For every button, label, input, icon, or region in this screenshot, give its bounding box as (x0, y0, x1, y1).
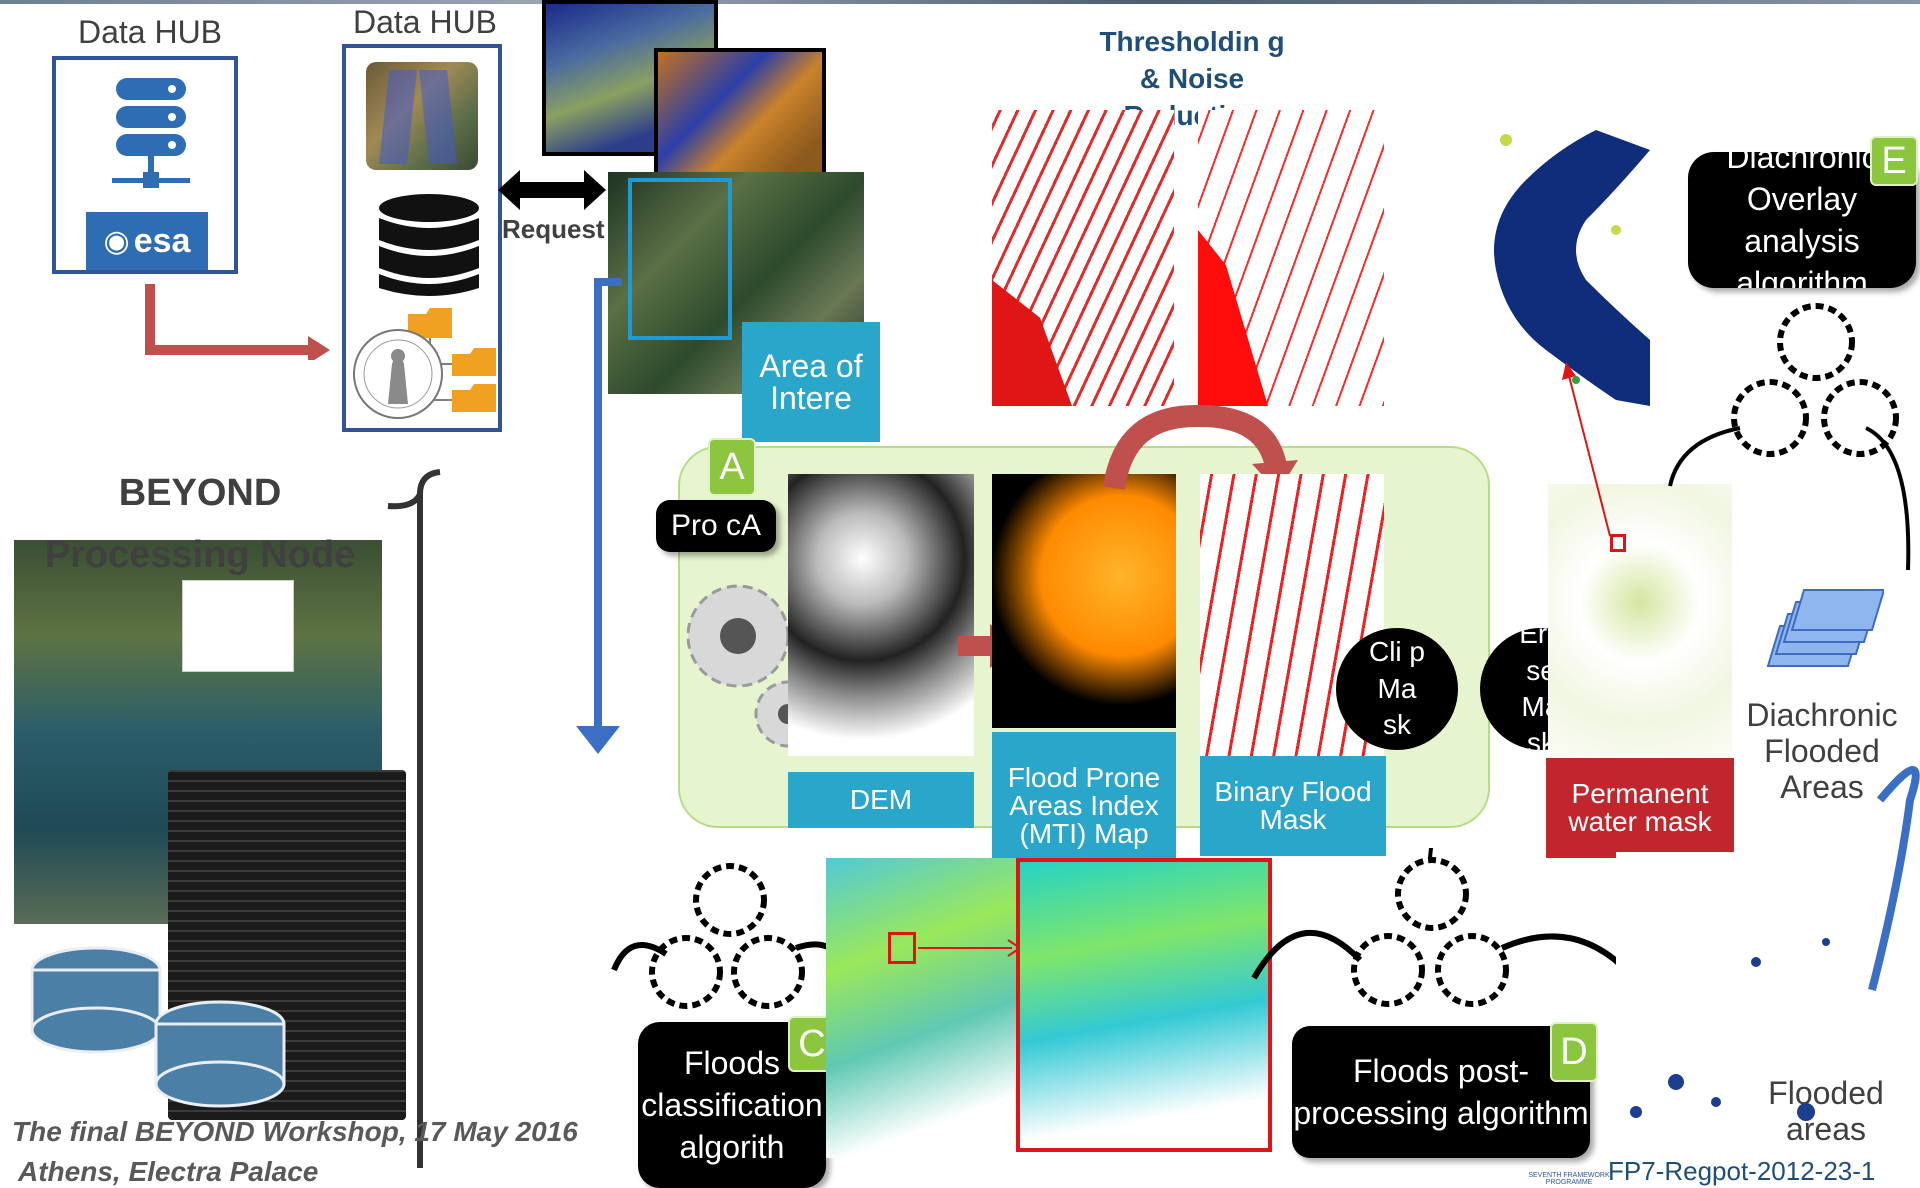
hub-transfer-arrow (145, 284, 330, 360)
folder-tree-icon (408, 308, 496, 412)
server-icon (112, 78, 190, 188)
noa-seal-logo (353, 329, 443, 419)
database-cylinders-icon (30, 946, 286, 1108)
permanent-water-image (1548, 484, 1732, 780)
request-double-arrow (498, 170, 606, 210)
gear-cluster-d-icon (1251, 848, 1625, 1007)
top-banner-strip (0, 0, 1920, 4)
connector-curves-right (1668, 426, 1920, 991)
workshop-line-1: The final BEYOND Workshop, 17 May 2016 (12, 1116, 578, 1147)
flooded-areas-label: Flooded areas (1768, 1075, 1884, 1147)
diachronic-overlay-label: Diachronic Overlay analysis algorithm (1726, 152, 1878, 288)
floods-postprocessing-label: Floods post-processing algorithm (1293, 1052, 1589, 1131)
request-label: Request (502, 214, 605, 244)
beyond-title: BEYOND (118, 472, 282, 514)
data-hub-2-box (342, 44, 502, 432)
data-hub-1-box: ◉ esa (52, 56, 238, 274)
esa-logo-text: esa (133, 221, 191, 260)
area-of-interest-label: Area of Intere (742, 322, 880, 442)
mti-map-image (992, 474, 1176, 728)
floods-classification-box: Floods classification algorith (638, 1022, 826, 1188)
classification-zoomed-image (1016, 858, 1272, 1152)
badge-a: A (708, 438, 756, 496)
data-hub-1-title: Data HUB (77, 14, 223, 50)
dem-image (788, 474, 974, 756)
threshold-image-2 (1198, 110, 1384, 406)
flooded-areas-image (1616, 852, 1856, 1128)
water-extent-image (1466, 110, 1650, 406)
diachronic-flooded-label: Diachronic Flooded Areas (1746, 697, 1898, 805)
dem-label: DEM (788, 772, 974, 828)
binary-flood-label: Binary Flood Mask (1200, 756, 1386, 856)
zoom-link-arrow (1562, 362, 1611, 537)
blue-down-arrow (576, 278, 622, 754)
processing-node-title: Processing Node (44, 534, 356, 576)
zoom-marker (1610, 534, 1626, 552)
threshold-image-1 (992, 110, 1174, 406)
zoom-arrow (918, 939, 1020, 957)
floods-classification-label: Floods classification algorith (641, 1044, 823, 1166)
permanent-water-label: Permanent water mask (1546, 758, 1734, 858)
satellite-footprint-thumbnail (366, 62, 478, 170)
esa-swirl-icon: ◉ (103, 224, 130, 258)
gear-cluster-c-icon (611, 863, 851, 1009)
layer-stack-icon (1766, 589, 1884, 667)
clip-mask-label: Cli p Ma sk (1368, 636, 1425, 741)
database-icon (379, 194, 479, 296)
area-of-interest-frame (628, 178, 732, 340)
clip-mask-bubble: Cli p Ma sk (1336, 628, 1458, 750)
seventh-framework-logo: SEVENTH FRAMEWORK PROGRAMME (1528, 1172, 1610, 1186)
info-popup (182, 580, 294, 672)
flood-prone-label: Flood Prone Areas Index (MTI) Map (992, 732, 1176, 880)
esa-logo: ◉ esa (86, 212, 208, 270)
data-hub-2-title: Data HUB (352, 4, 498, 40)
classification-zoom-marker (888, 932, 916, 964)
workshop-line-2: Athens, Electra Palace (18, 1156, 319, 1187)
project-code: FP7-Regpot-2012-23-1 (1608, 1156, 1876, 1186)
proca-label: Pro cA (670, 509, 762, 543)
badge-d: D (1550, 1022, 1598, 1082)
badge-e: E (1870, 136, 1918, 186)
proca-box: Pro cA (656, 500, 776, 552)
curly-brace (387, 469, 441, 1168)
floods-postprocessing-box: Floods post-processing algorithm (1292, 1026, 1590, 1158)
